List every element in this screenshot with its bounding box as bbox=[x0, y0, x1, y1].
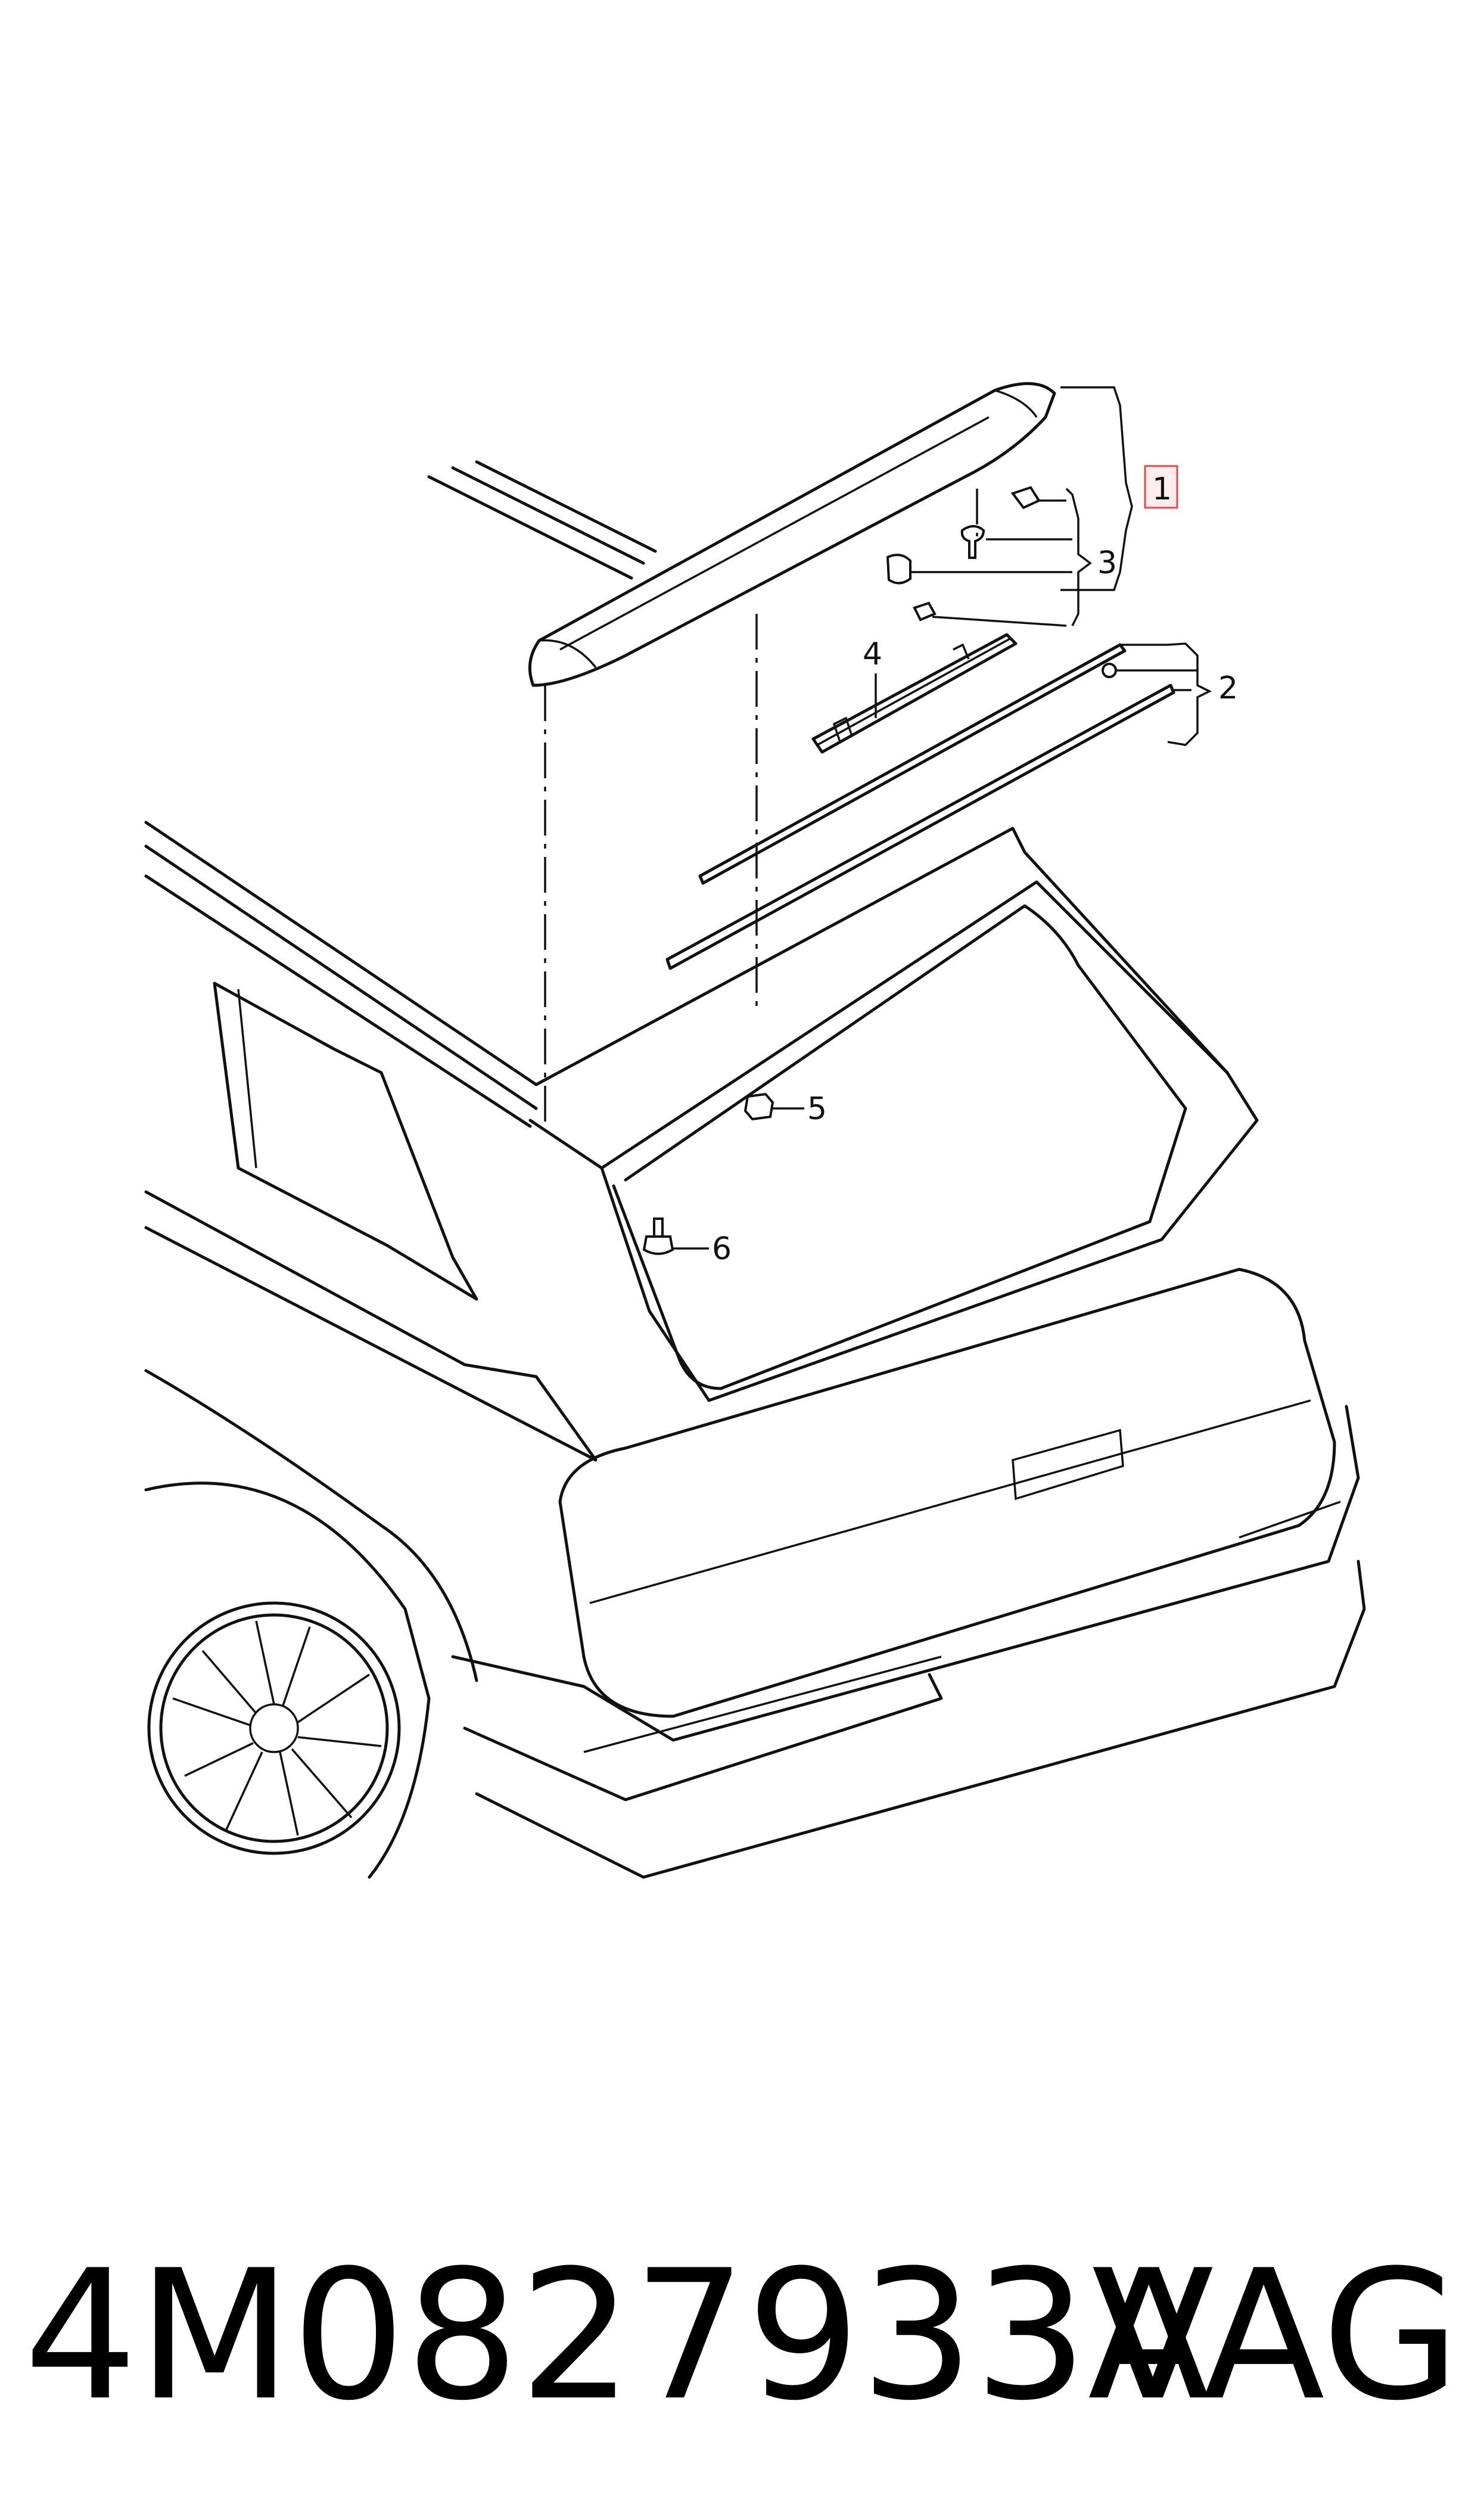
callout-1: 1 bbox=[1152, 471, 1172, 507]
fasteners-group bbox=[886, 486, 1041, 622]
callout-2: 2 bbox=[1218, 670, 1238, 706]
rear-spoiler bbox=[528, 382, 1056, 687]
third-brake-light bbox=[811, 633, 1018, 754]
part-5-nut bbox=[743, 1092, 774, 1121]
callout-6: 6 bbox=[712, 1231, 732, 1267]
seal-strips bbox=[665, 643, 1175, 970]
roof-rails bbox=[427, 460, 657, 580]
part-number-label: 4M0827933A bbox=[24, 2232, 1211, 2440]
brand-label: VAG bbox=[1091, 2232, 1460, 2440]
callout-5: 5 bbox=[807, 1091, 827, 1127]
callout-4: 4 bbox=[863, 636, 882, 672]
part-6-bolt bbox=[642, 1217, 674, 1255]
vehicle-body bbox=[144, 821, 1366, 1879]
assembly-lines bbox=[544, 489, 978, 1126]
callout-3: 3 bbox=[1097, 545, 1117, 581]
callout-1-highlight bbox=[1144, 465, 1178, 509]
leader-lines bbox=[673, 386, 1212, 1250]
